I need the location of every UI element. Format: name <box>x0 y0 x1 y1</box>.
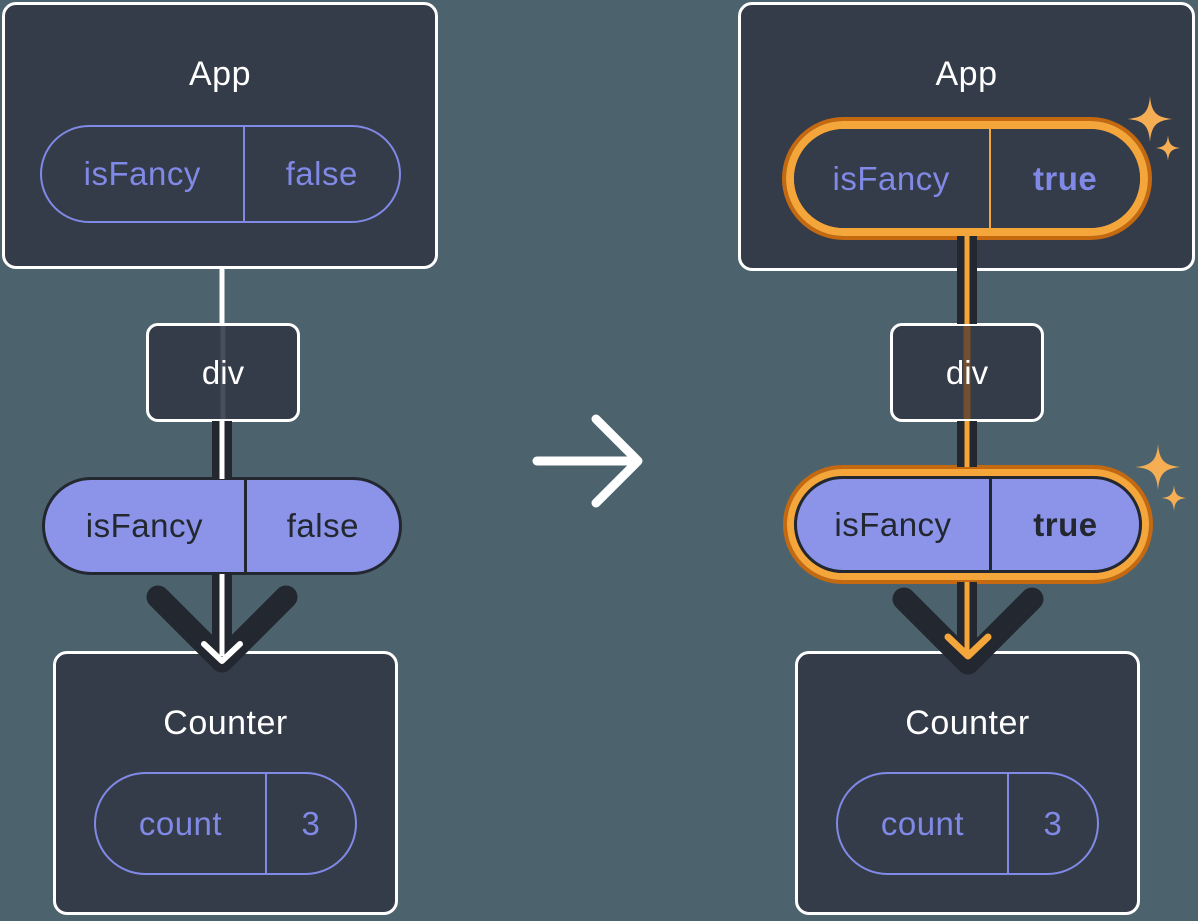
sparkle-icon <box>1161 485 1187 511</box>
prop-name: isFancy <box>794 129 991 228</box>
pass-through-line <box>963 326 971 419</box>
app-title: App <box>189 55 251 93</box>
prop-value: false <box>286 507 359 544</box>
connector-div-prop <box>957 421 977 467</box>
passed-prop-pill: isFancy true <box>794 476 1142 573</box>
counter-state-pill: count 3 <box>94 772 357 875</box>
prop-value: true <box>1032 159 1098 197</box>
div-label: div <box>201 353 245 391</box>
highlighted-prop-ring: isFancy true <box>783 465 1153 584</box>
counter-title: Counter <box>905 704 1030 742</box>
app-prop-pill: isFancy false <box>39 125 401 223</box>
app-component-box: App isFancy true <box>738 2 1195 271</box>
counter-state-pill: count 3 <box>836 772 1099 875</box>
div-label: div <box>945 353 989 391</box>
counter-component-box: Counter count 3 <box>53 651 398 915</box>
div-node-box: div <box>146 323 300 422</box>
counter-component-box: Counter count 3 <box>795 651 1140 915</box>
highlighted-prop-ring: isFancy true <box>781 117 1152 240</box>
arrow-right-icon <box>532 414 643 508</box>
connector-div-prop <box>212 421 232 479</box>
state-value: 3 <box>301 804 321 842</box>
prop-name: isFancy <box>45 480 247 572</box>
prop-value: false <box>285 155 358 192</box>
connector-app-div <box>219 269 225 325</box>
counter-title: Counter <box>163 704 288 742</box>
connector-prop-counter <box>212 574 232 658</box>
app-component-box: App isFancy false <box>2 2 438 269</box>
app-title: App <box>935 55 998 93</box>
prop-name: isFancy <box>797 479 992 570</box>
div-node-box: div <box>890 323 1044 422</box>
passed-prop-pill: isFancy false <box>42 477 402 575</box>
state-name: count <box>96 774 267 873</box>
prop-value: true <box>1033 505 1098 543</box>
connector-prop-counter <box>957 582 977 658</box>
app-prop-pill: isFancy true <box>793 129 1140 228</box>
state-value: 3 <box>1043 804 1063 842</box>
sparkle-icon <box>1135 444 1181 490</box>
state-name: count <box>838 774 1009 873</box>
pass-through-line <box>220 326 226 419</box>
prop-name: isFancy <box>42 127 245 221</box>
